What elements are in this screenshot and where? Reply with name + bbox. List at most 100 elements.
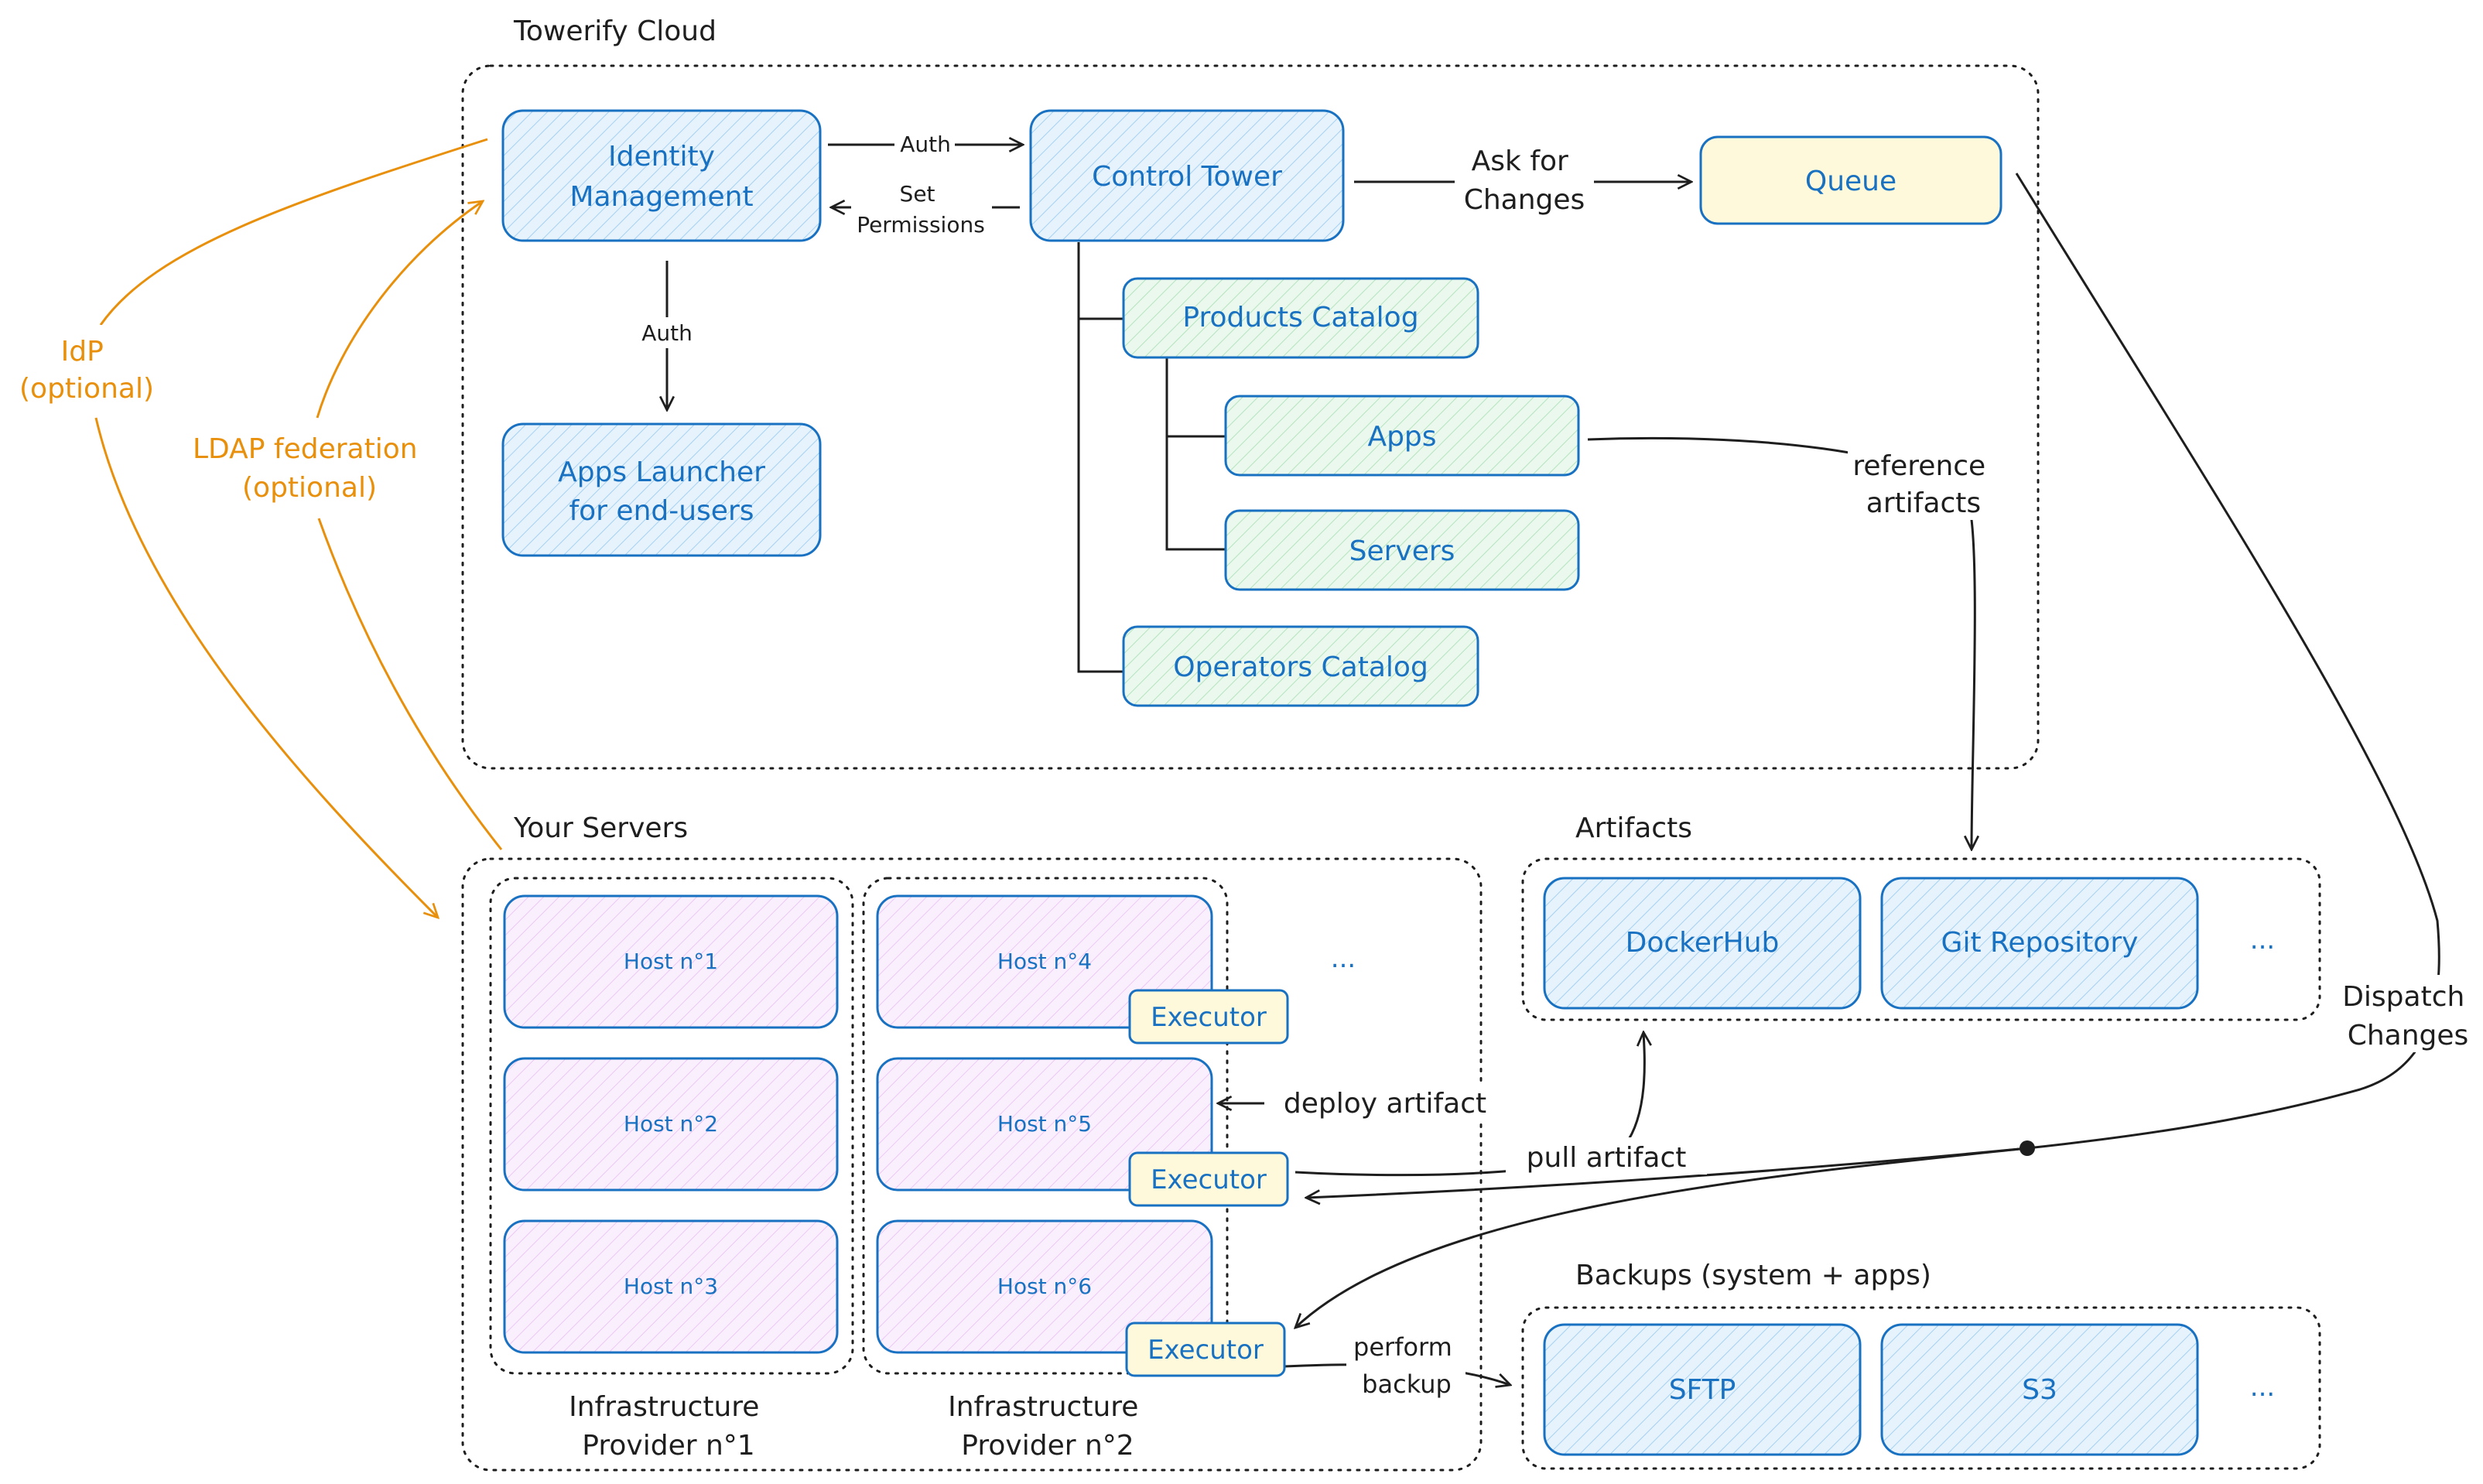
- host-3-label: Host n°3: [624, 1274, 718, 1299]
- node-s3[interactable]: S3: [1880, 1323, 2199, 1456]
- svg-text:perform backup: perform backup: [1353, 1332, 1460, 1399]
- group-title-towerify-cloud: Towerify Cloud: [513, 15, 717, 47]
- label-backup-1: perform: [1353, 1332, 1452, 1362]
- node-host-3[interactable]: Host n°3: [503, 1219, 839, 1354]
- node-servers[interactable]: Servers: [1224, 509, 1580, 591]
- connectors: [667, 145, 2440, 1385]
- executor-5-label: Executor: [1151, 1164, 1267, 1195]
- executor-6-label: Executor: [1147, 1335, 1264, 1366]
- node-host-5[interactable]: Host n°5: [876, 1057, 1213, 1192]
- executor-4-label: Executor: [1151, 1002, 1267, 1033]
- products-catalog-label: Products Catalog: [1182, 302, 1418, 333]
- sftp-label: SFTP: [1669, 1374, 1736, 1406]
- catalog-tree-lines: [1077, 242, 1226, 673]
- control-tower-label: Control Tower: [1092, 161, 1282, 193]
- edge-dispatch-changes: [2015, 173, 2440, 1150]
- host-2-label: Host n°2: [624, 1111, 718, 1137]
- group-towerify-cloud: [461, 64, 2040, 770]
- svg-text:Infrastructure Provider n°: Infrastructure Provider n°1: [569, 1391, 768, 1462]
- node-products-catalog[interactable]: Products Catalog: [1122, 277, 1479, 359]
- servers-label: Servers: [1349, 535, 1455, 567]
- provider-2-line-1: Infrastructure: [948, 1391, 1138, 1423]
- provider-1-line-1: Infrastructure: [569, 1391, 759, 1423]
- edge-ldap-bottom: [317, 518, 503, 850]
- label-ask-changes-1: Ask for: [1472, 145, 1568, 177]
- node-host-6[interactable]: Host n°6: [876, 1219, 1213, 1354]
- node-executor-host-4[interactable]: Executor: [1128, 989, 1289, 1045]
- svg-text:reference artifacts: reference artifacts: [1852, 450, 1994, 519]
- artifacts-more: ...: [2250, 925, 2275, 956]
- edge-ldap-top: [316, 201, 483, 419]
- node-executor-host-6[interactable]: Executor: [1125, 1322, 1286, 1377]
- node-git-repository[interactable]: Git Repository: [1880, 877, 2199, 1010]
- label-ldap-2: (optional): [242, 472, 377, 504]
- label-set-permissions-1: Set: [900, 181, 935, 207]
- launcher-line-2: for end-users: [569, 495, 754, 527]
- edge-idp-bottom: [94, 417, 438, 918]
- edge-dispatch-to-executor-6: [1295, 1147, 2028, 1328]
- svg-text:Dispatch Changes: Dispatch Changes: [2342, 981, 2474, 1051]
- node-queue[interactable]: Queue: [1699, 135, 2002, 225]
- apps-label: Apps: [1367, 421, 1436, 453]
- provider-1-line-2: Provider n°1: [582, 1430, 754, 1462]
- label-reference-2: artifacts: [1866, 487, 1981, 519]
- group-artifacts: [1521, 857, 2321, 1021]
- servers-more: ...: [1331, 943, 1356, 974]
- node-dockerhub[interactable]: DockerHub: [1543, 877, 1862, 1010]
- dispatch-junction: [2020, 1140, 2035, 1156]
- label-backup-2: backup: [1362, 1369, 1452, 1399]
- label-pull-artifact: pull artifact: [1527, 1142, 1687, 1174]
- node-host-4[interactable]: Host n°4: [876, 894, 1213, 1029]
- label-ldap-1: LDAP federation: [193, 433, 418, 465]
- node-control-tower[interactable]: Control Tower: [1029, 109, 1345, 242]
- group-title-your-servers: Your Servers: [513, 812, 688, 844]
- host-4-label: Host n°4: [997, 949, 1092, 974]
- node-apps-launcher[interactable]: Apps Launcher for end-users: [501, 422, 822, 557]
- host-6-label: Host n°6: [997, 1274, 1092, 1299]
- git-repository-label: Git Repository: [1941, 927, 2139, 959]
- group-title-artifacts: Artifacts: [1575, 812, 1692, 844]
- node-operators-catalog[interactable]: Operators Catalog: [1122, 625, 1479, 707]
- edge-dispatch-to-executor-5: [1306, 1147, 2028, 1198]
- label-auth-down: Auth: [641, 320, 693, 346]
- label-idp-2: (optional): [19, 373, 154, 405]
- queue-label: Queue: [1805, 166, 1896, 197]
- node-executor-host-5[interactable]: Executor: [1128, 1151, 1289, 1207]
- backups-more: ...: [2250, 1372, 2275, 1403]
- node-host-2[interactable]: Host n°2: [503, 1057, 839, 1192]
- group-your-servers: [461, 857, 1483, 1472]
- svg-text:Ask for Changes: Ask for Changes: [1464, 145, 1585, 216]
- orange-connectors: [94, 138, 503, 918]
- group-backups: [1521, 1306, 2321, 1470]
- host-5-label: Host n°5: [997, 1111, 1092, 1137]
- svg-text:IdP (optional): IdP (optional): [19, 336, 154, 405]
- label-reference-1: reference: [1852, 450, 1985, 482]
- dockerhub-label: DockerHub: [1626, 927, 1780, 959]
- launcher-line-1: Apps Launcher: [558, 456, 765, 488]
- node-apps[interactable]: Apps: [1224, 395, 1580, 477]
- edge-idp-top: [99, 138, 488, 326]
- identity-line-2: Management: [569, 181, 753, 213]
- group-provider-2: [862, 877, 1229, 1375]
- identity-line-1: Identity: [608, 141, 715, 173]
- label-ask-changes-2: Changes: [1464, 184, 1585, 216]
- group-title-backups: Backups (system + apps): [1575, 1260, 1931, 1291]
- svg-text:Infrastructure Provider n°: Infrastructure Provider n°2: [948, 1391, 1147, 1462]
- s3-label: S3: [2022, 1374, 2057, 1406]
- svg-text:LDAP federation (optional): LDAP federation (optional): [193, 433, 426, 504]
- label-dispatch-1: Dispatch: [2342, 981, 2464, 1013]
- provider-2-line-2: Provider n°2: [961, 1430, 1134, 1462]
- node-sftp[interactable]: SFTP: [1543, 1323, 1862, 1456]
- label-dispatch-2: Changes: [2348, 1020, 2469, 1051]
- label-set-permissions-2: Permissions: [857, 212, 985, 238]
- label-idp-1: IdP: [61, 336, 104, 368]
- host-1-label: Host n°1: [624, 949, 718, 974]
- operators-catalog-label: Operators Catalog: [1173, 651, 1428, 683]
- label-deploy-artifact: deploy artifact: [1284, 1088, 1486, 1120]
- node-host-1[interactable]: Host n°1: [503, 894, 839, 1029]
- label-auth-top: Auth: [900, 132, 951, 157]
